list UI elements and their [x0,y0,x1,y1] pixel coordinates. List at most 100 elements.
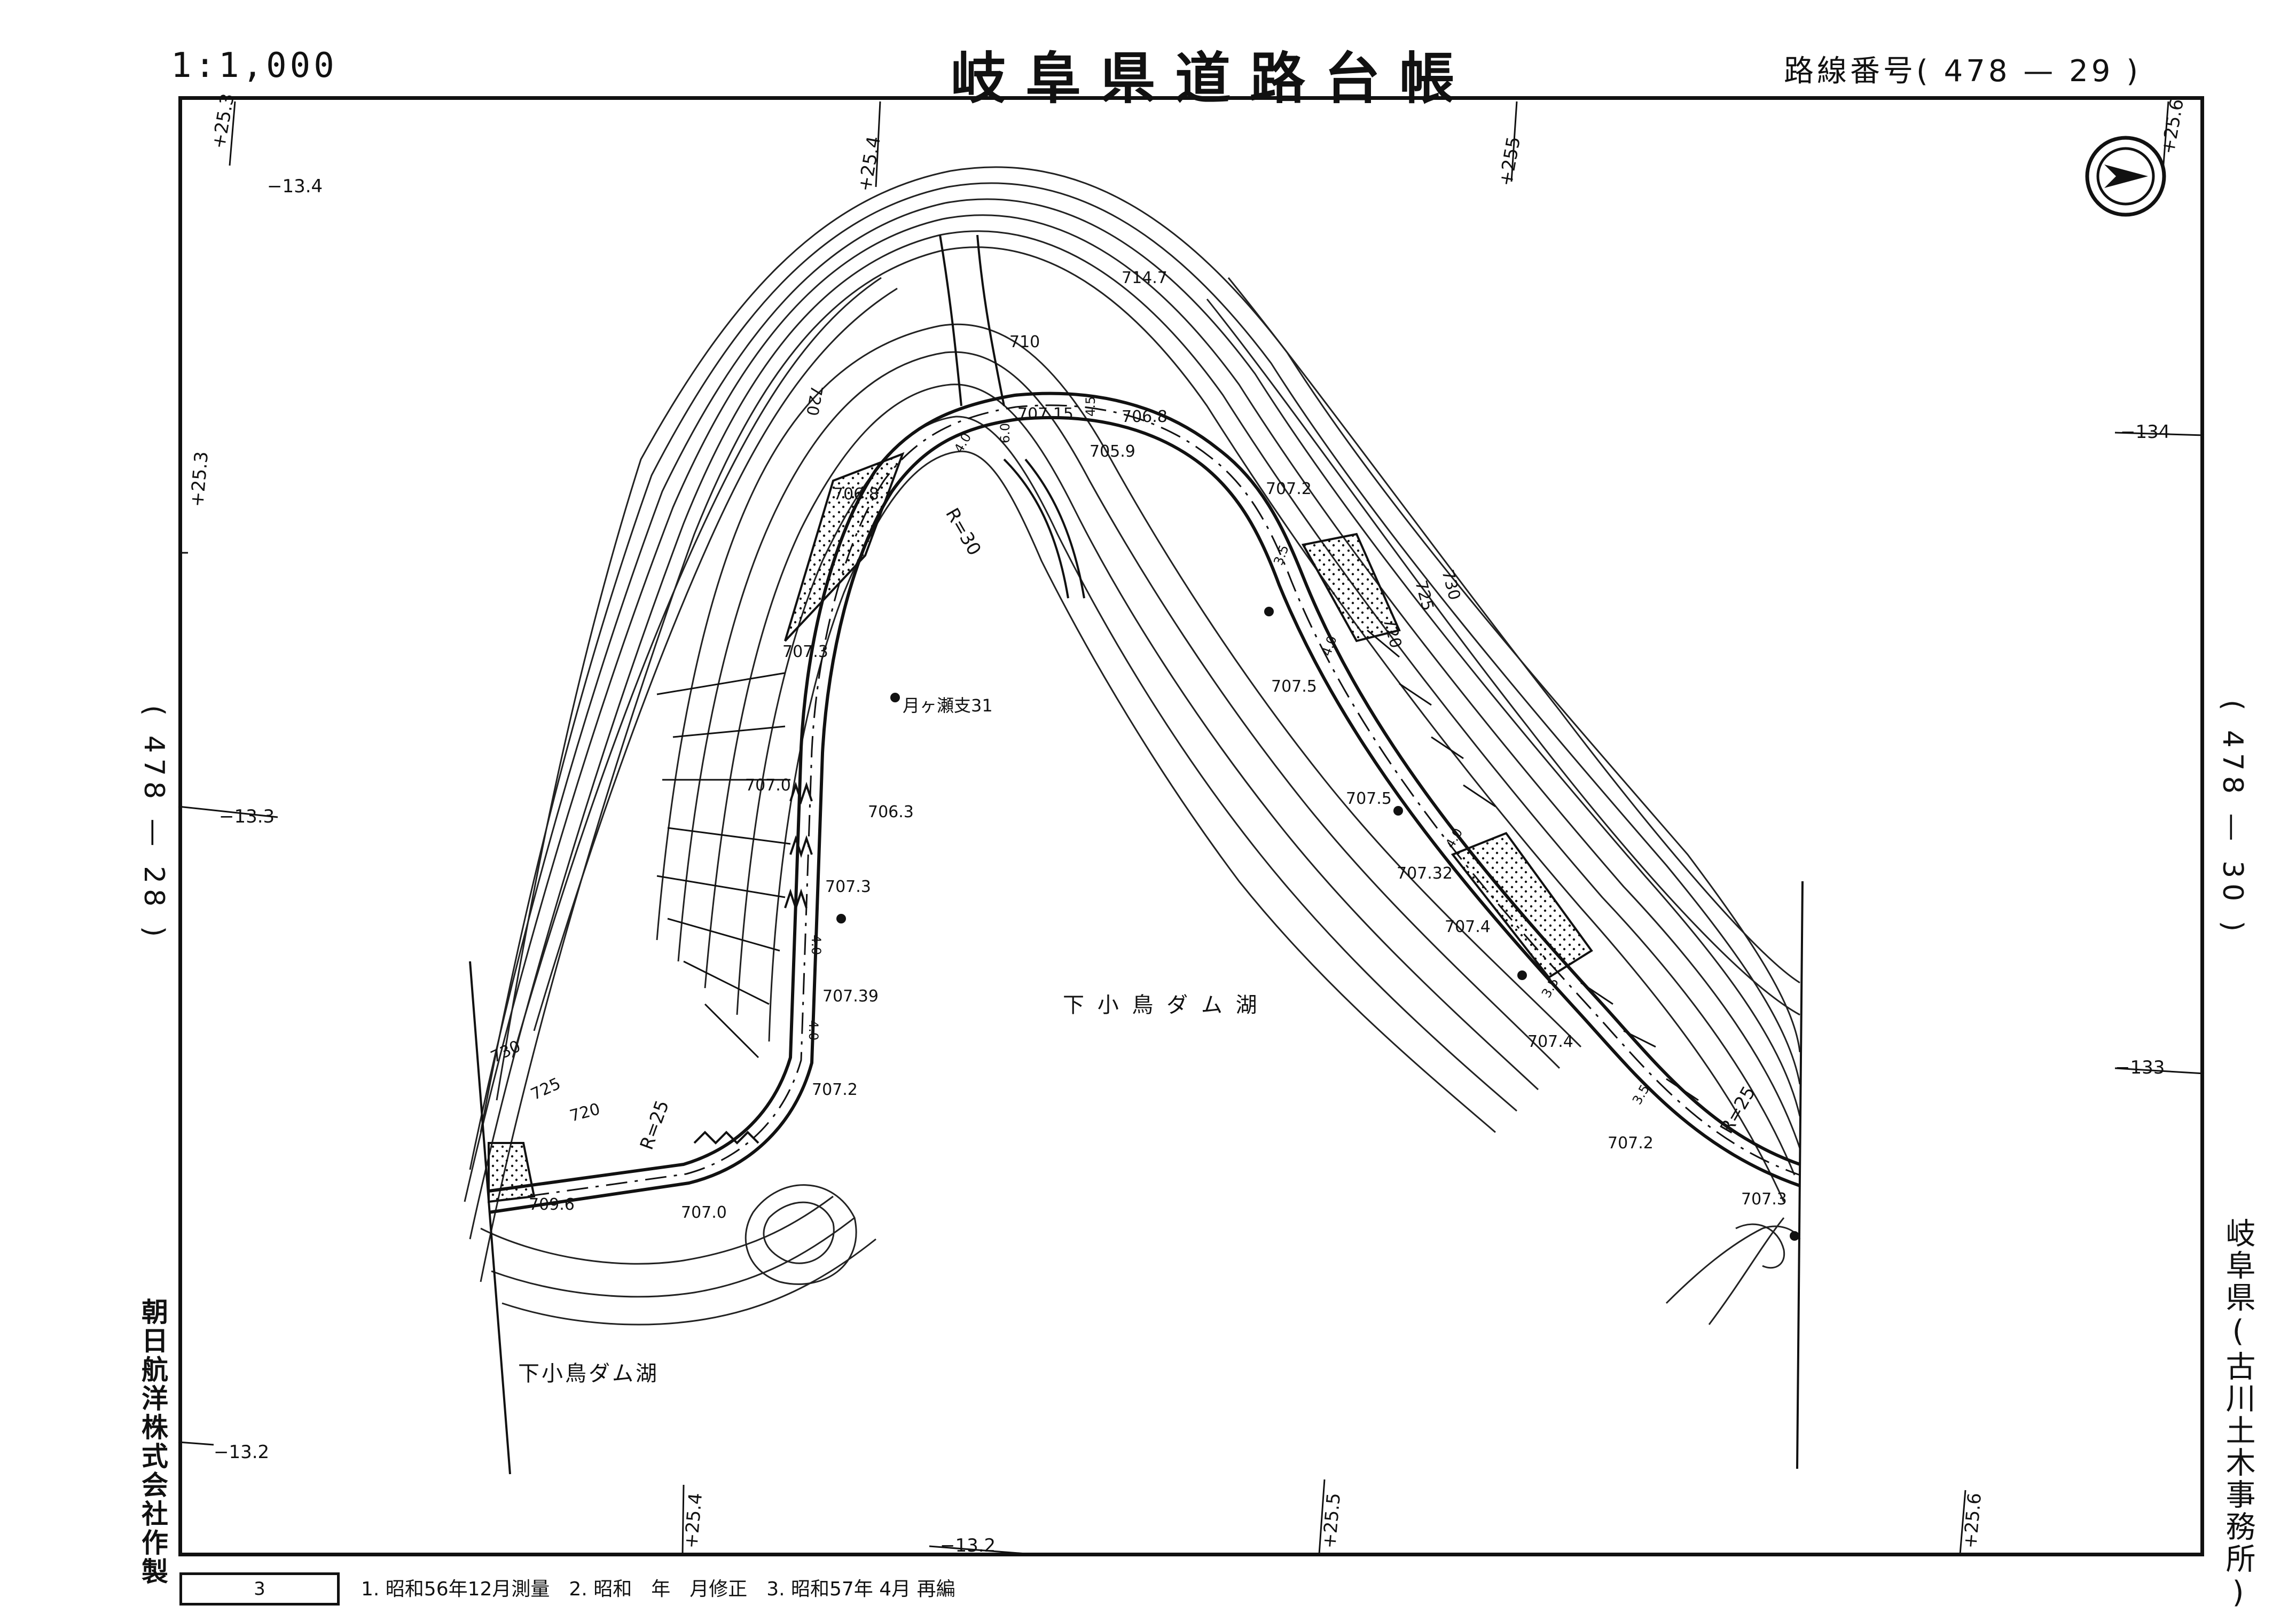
road-width: 4.0 [1443,826,1466,851]
grid-label: −134 [2120,421,2170,443]
road-width: 4.0 [1319,634,1339,658]
contour-line [501,1238,876,1326]
contour-line [1227,277,1800,984]
grid-label: +25.4 [680,1492,707,1549]
spot-height: 707.2 [1608,1134,1654,1153]
spot-height: 707.4 [1445,918,1491,936]
contour-line [1708,1217,1785,1325]
dotted-embankment [1301,532,1401,643]
grid-label: +25.6 [1960,1492,1986,1549]
road-edge-inner [488,416,1800,1214]
map-labels: +25.3 +25.4 +255 +25.6 +25.4 +25.5 +25.6… [186,92,2188,1556]
contour-line [1665,1225,1801,1304]
stream [976,234,1005,406]
spot-height: 707.3 [1741,1190,1787,1209]
office-label: 岐阜県(古川土木事務所) [2221,1218,2255,1612]
dotted-embankment [488,1142,536,1203]
spot-height: 709.6 [529,1195,575,1214]
route-value: ( 478 — 29 ) [1916,54,2142,89]
curve-radius: R=30 [941,505,985,560]
contour-line [496,166,1801,1101]
spot-height: 707.5 [1346,789,1392,808]
spot-height: 707.3 [782,643,828,661]
dotted-embankment [784,452,905,642]
route-label: 路線番号 [1784,54,1916,89]
road[interactable] [488,391,1800,1214]
grid-label: +25.3 [186,450,213,507]
grid-label: +25.3 [208,92,238,151]
contour-line [704,383,1539,1091]
sheet-edges [469,881,1804,1475]
route-number: 路線番号( 478 — 29 ) [1784,47,2141,90]
retaining-walls [488,452,1593,1203]
spot-height: 707.32 [1397,864,1453,883]
contour-line [469,230,1796,1240]
spot-height: 707.0 [681,1203,727,1222]
spot-height: 707.3 [825,878,871,896]
grid-label: −13.2 [214,1442,269,1463]
sheet-number: 3 [254,1578,265,1600]
grid-label: −13.2 [940,1535,996,1556]
contour-line [469,198,1801,1170]
contour-line [480,1195,834,1265]
map-maker-label: 朝日航洋株式会社作製 [137,1298,169,1586]
sheet-edge-right [1796,881,1804,1469]
contour-line [656,323,1582,1048]
road-width: 3.5 [1539,975,1562,1000]
contour-label: 714.7 [1122,269,1167,287]
curve-radius: R=25 [636,1098,673,1153]
contour-line [491,1217,855,1298]
survey-point [1517,970,1527,980]
slope-tick [1367,629,1699,1101]
north-arrow-icon [2085,136,2166,217]
contour-label: 725 [1411,578,1437,613]
survey-point [1790,1231,1799,1241]
grid-label: −13.3 [219,806,275,827]
stream [939,234,962,406]
grid-label: +25.6 [2157,97,2188,156]
contour-label: 710 [1009,333,1040,351]
spot-height: 707.5 [1271,677,1317,696]
lake-label: 下小鳥ダム湖 [518,1361,659,1386]
survey-point [1393,806,1403,816]
road-width: 4.0 [806,1020,821,1040]
grid-ticks [178,101,2205,1556]
contour-line [1206,299,1800,1016]
survey-point [836,914,846,923]
spot-height: 707.2 [812,1080,858,1099]
survey-point [1264,607,1274,616]
contour-line [768,450,1496,1133]
contour-lines [464,166,1801,1326]
contour-line [512,277,882,1058]
contour-label: 720 [802,384,826,417]
slope-tick [656,672,791,1059]
spot-height: 707.15 [1017,405,1073,424]
contour-line [480,246,1785,1282]
spot-height: 706.8 [1122,408,1167,426]
contour-line [745,1184,857,1285]
map-frame [178,96,2204,1556]
grid-label: −133 [2115,1057,2165,1078]
contour-line [677,351,1561,1069]
adjacent-sheet-left[interactable]: ( 478 — 28 ) [138,705,170,943]
lake-label: 下 小 鳥 ダ ム 湖 [1063,993,1260,1017]
spot-height: 707.4 [1527,1032,1573,1051]
contour-line [533,287,898,1031]
stream [1003,458,1069,599]
dotted-embankment [1451,832,1593,979]
sheet-number-box: 3 [179,1572,340,1606]
contour-label: 725 [528,1074,564,1104]
stream [1024,458,1085,599]
sheet-edge-left [469,961,511,1475]
adjacent-sheet-right[interactable]: ( 478 — 30 ) [2216,700,2248,937]
grid-label: −13.4 [267,176,323,197]
road-width: 6.0 [998,423,1013,443]
grid-label: +25.4 [854,135,884,193]
spot-height: 707.2 [1266,480,1312,498]
contour-line [763,1201,835,1264]
page-title: 岐阜県道路台帳 [951,45,1475,111]
road-edge-outer [488,391,1800,1193]
grid-label: +25.5 [1319,1492,1345,1549]
benchmark-label: 月ヶ瀬支31 [903,695,993,716]
